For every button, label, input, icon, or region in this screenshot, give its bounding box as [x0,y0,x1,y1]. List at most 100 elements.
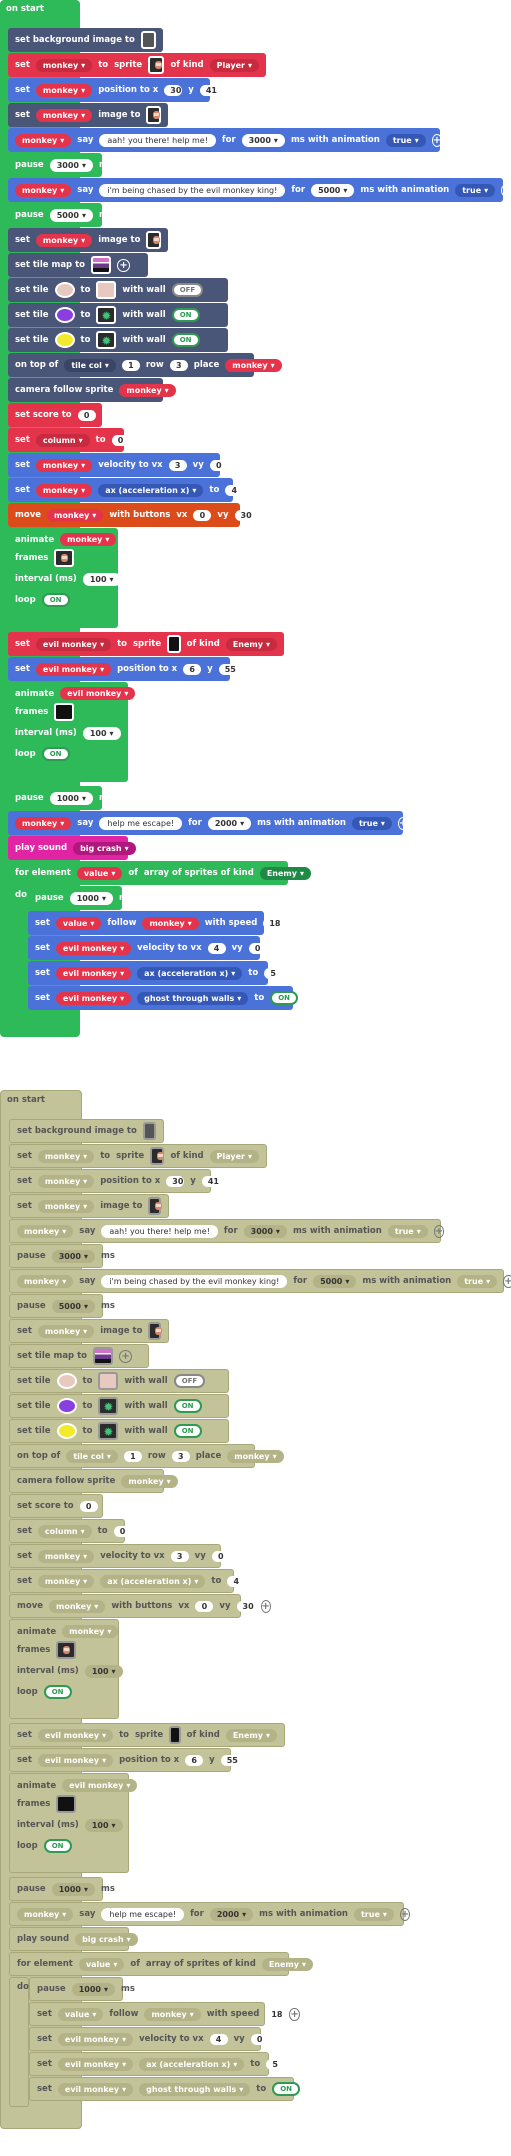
add-parameter-icon[interactable]: + [287,916,298,930]
image-picker-icon[interactable] [91,256,112,274]
dropdown[interactable]: monkey [49,1599,106,1613]
image-picker-icon[interactable] [148,1197,162,1215]
color-swatch[interactable] [54,307,75,323]
add-parameter-icon[interactable]: + [397,816,409,830]
dropdown[interactable]: evil monkey [35,662,112,676]
dropdown[interactable]: 100 [84,1818,123,1832]
number-input[interactable]: 41 [201,1175,220,1187]
add-parameter-icon[interactable]: + [433,1224,445,1238]
dropdown[interactable]: Enemy [259,866,311,880]
image-picker-icon[interactable] [54,703,75,721]
image-picker-icon[interactable] [96,306,117,324]
number-input[interactable]: 0 [209,459,228,471]
block-ax[interactable]: setmonkeyax (acceleration x)to4 [8,478,244,502]
add-parameter-icon[interactable]: + [431,133,443,147]
on-start-hat[interactable]: on start [7,1095,45,1105]
number-input[interactable]: 0 [79,1500,98,1512]
block-forel[interactable]: for elementvalueofarray of sprites of ki… [8,861,311,885]
number-input[interactable]: 55 [220,1754,239,1766]
add-parameter-icon[interactable]: + [117,258,131,272]
image-picker-icon[interactable] [146,231,161,249]
block-pause4[interactable]: pause1000ms [29,1977,135,2001]
dropdown[interactable]: monkey [121,1474,178,1488]
dropdown[interactable]: 5000 [311,183,355,197]
dropdown[interactable]: monkey [47,508,104,522]
image-picker-icon[interactable] [148,56,165,74]
dropdown[interactable]: value [76,866,123,880]
image-picker-icon[interactable] [148,1322,162,1340]
add-parameter-icon[interactable]: + [289,2007,300,2021]
dropdown[interactable]: big crash [75,1932,138,1946]
dropdown[interactable]: monkey [60,533,117,546]
text-input[interactable]: i'm being chased by the evil monkey king… [101,1274,288,1288]
text-input[interactable]: aah! you there! help me! [101,1224,218,1238]
dropdown[interactable]: evil monkey [37,1728,114,1742]
block-img1[interactable]: setmonkeyimage to [9,1194,169,1218]
block-bg[interactable]: set background image to [9,1119,164,1143]
text-input[interactable]: aah! you there! help me! [99,133,216,147]
dropdown[interactable]: 100 [82,726,121,740]
dropdown[interactable]: 2000 [207,816,252,830]
number-input[interactable]: 3 [169,359,188,371]
dropdown[interactable]: monkey [35,483,93,497]
dropdown[interactable]: evil monkey [35,637,112,651]
dropdown[interactable]: 3000 [243,1224,287,1238]
block-pause2[interactable]: pause5000ms [8,203,113,227]
block-say1[interactable]: monkeysayaah! you there! help me!for3000… [9,1219,445,1243]
block-ax[interactable]: setmonkeyax (acceleration x)to4 [9,1569,246,1593]
toggle-switch[interactable]: ON [272,2082,301,2096]
number-input[interactable]: 1 [121,359,140,371]
dropdown[interactable]: 1000 [51,1882,95,1896]
text-input[interactable]: i'm being chased by the evil monkey king… [99,183,286,197]
toggle-switch[interactable]: OFF [173,1374,206,1388]
dropdown[interactable]: monkey [119,383,176,397]
number-input[interactable]: 0 [113,1525,132,1537]
number-input[interactable]: 0 [250,2033,269,2045]
number-input[interactable]: 0 [193,509,212,521]
number-input[interactable]: 3 [170,1550,189,1562]
toggle-switch[interactable]: OFF [171,283,204,297]
dropdown[interactable]: evil monkey [57,2082,134,2096]
dropdown[interactable]: 100 [82,572,121,586]
dropdown[interactable]: monkey [35,458,93,472]
dropdown[interactable]: 1000 [69,891,113,905]
number-input[interactable]: 3 [171,1450,190,1462]
number-input[interactable]: 6 [183,663,202,675]
number-input[interactable]: 6 [185,1754,204,1766]
block-say1[interactable]: monkeysayaah! you there! help me!for3000… [8,128,443,152]
dropdown[interactable]: value [57,2007,104,2021]
number-input[interactable]: 0 [195,1600,214,1612]
block-tilemap[interactable]: set tile map to+ [9,1344,149,1368]
on-start-hat[interactable]: on start [6,4,44,14]
dropdown[interactable]: Enemy [261,1957,313,1971]
number-input[interactable]: 0 [111,434,130,446]
block-pause3[interactable]: pause1000ms [8,786,113,810]
image-picker-icon[interactable] [142,1122,156,1140]
color-swatch[interactable] [54,332,75,348]
block-say2[interactable]: monkeysayi'm being chased by the evil mo… [8,178,511,202]
dropdown[interactable]: monkey [17,1224,74,1238]
toggle-switch[interactable]: ON [43,1839,72,1853]
dropdown[interactable]: monkey [35,83,93,97]
block-forel[interactable]: for elementvalueofarray of sprites of ki… [9,1952,313,1976]
dropdown[interactable]: true [457,1274,498,1288]
dropdown[interactable]: Enemy [225,637,277,651]
dropdown[interactable]: monkey [15,816,72,830]
number-input[interactable]: 3 [168,459,187,471]
image-picker-icon[interactable] [167,635,181,653]
number-input[interactable]: 4 [227,1575,246,1587]
dropdown[interactable]: evil monkey [62,1779,138,1792]
dropdown[interactable]: value [78,1957,125,1971]
toggle-switch[interactable]: ON [171,308,200,322]
